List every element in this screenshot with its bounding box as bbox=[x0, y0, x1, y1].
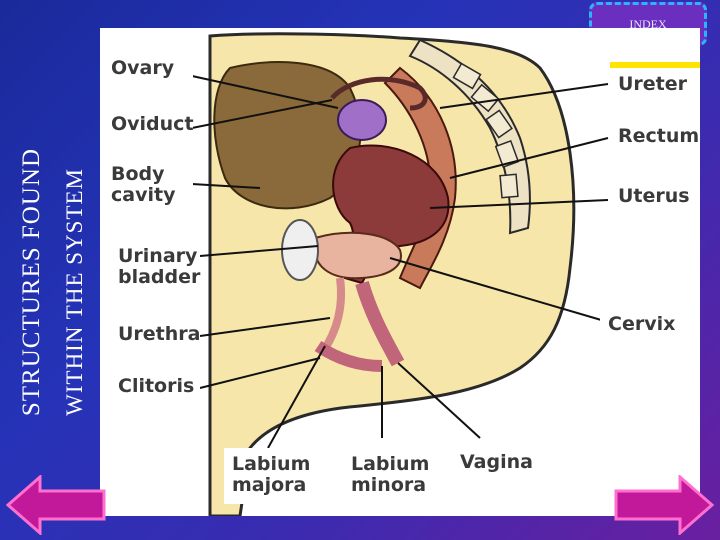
label-urethra: Urethra bbox=[110, 318, 201, 360]
next-button[interactable] bbox=[610, 475, 714, 535]
ovary-shape bbox=[337, 99, 387, 141]
rectum-shape bbox=[383, 66, 457, 290]
label-uterus: Uterus bbox=[610, 180, 700, 220]
oviduct-shape bbox=[330, 76, 428, 111]
vagina-shape bbox=[355, 281, 405, 367]
label-body-cavity: Body cavity bbox=[103, 158, 193, 214]
label-oviduct: Oviduct bbox=[103, 108, 194, 150]
bladder-shape bbox=[313, 231, 402, 280]
slide-title: STRUCTURES FOUND WITHIN THE SYSTEM bbox=[14, 96, 104, 416]
label-clitoris: Clitoris bbox=[110, 370, 200, 412]
label-labium-majora: Labium majora bbox=[224, 448, 316, 504]
anatomy-illustration bbox=[100, 28, 700, 516]
label-labium-minora: Labium minora bbox=[343, 448, 435, 504]
title-line-1: STRUCTURES FOUND bbox=[18, 147, 45, 416]
pubic-bone-shape bbox=[281, 219, 319, 281]
arrow-left-icon bbox=[6, 475, 106, 535]
prev-button[interactable] bbox=[6, 475, 110, 535]
title-line-2: WITHIN THE SYSTEM bbox=[62, 168, 87, 416]
label-vagina: Vagina bbox=[452, 446, 542, 488]
label-cervix: Cervix bbox=[600, 308, 690, 352]
label-urinary-bladder: Urinary bladder bbox=[110, 240, 200, 296]
arrow-right-icon bbox=[614, 475, 714, 535]
body-cavity-shape bbox=[213, 61, 362, 210]
label-ureter: Ureter bbox=[610, 62, 700, 102]
label-rectum: Rectum bbox=[610, 120, 700, 160]
leader-lines bbox=[191, 75, 609, 449]
label-ovary: Ovary bbox=[103, 52, 193, 94]
